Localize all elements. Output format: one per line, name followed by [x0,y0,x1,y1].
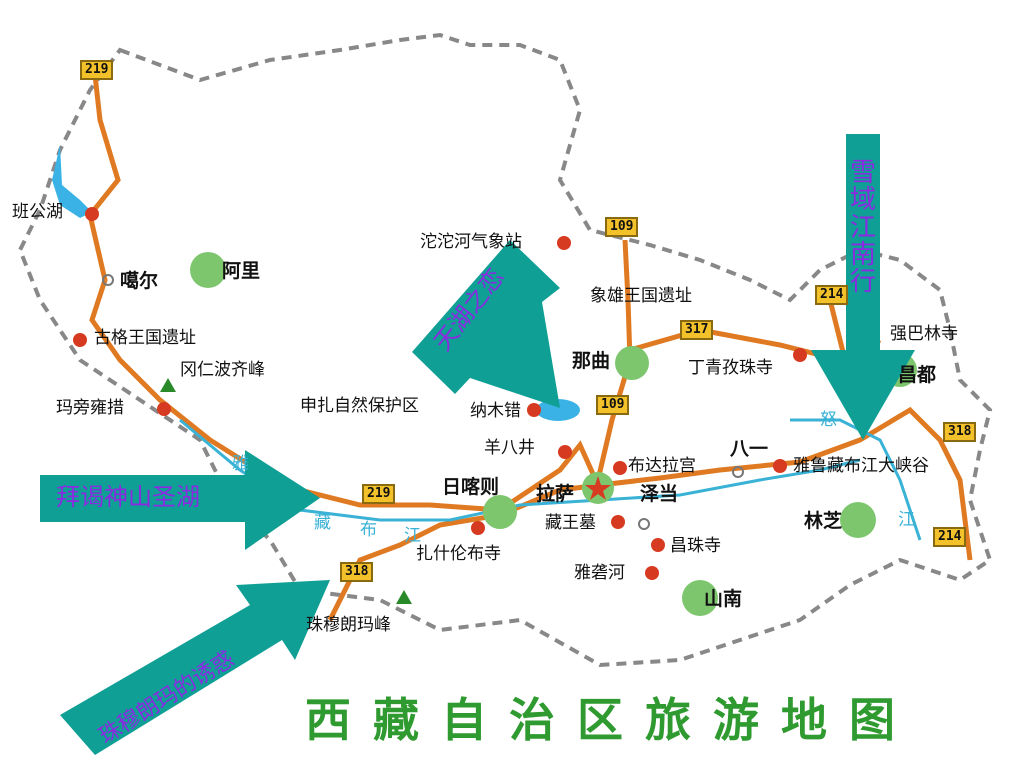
dot-yarlung-river [645,566,659,580]
region-circle-shigatse [483,495,517,529]
marker-tsetang [638,518,650,530]
mountain-icon-kailash [160,378,176,392]
lake-namtso [536,399,580,421]
place-label: 那曲 [572,350,611,372]
place-label: 珠穆朗玛峰 [306,615,391,635]
river-label: 藏 [314,513,331,533]
river-label: 雅 [232,454,249,474]
place-label: 扎什伦布寺 [416,544,501,564]
dot-yangbajing [558,445,572,459]
dot-dingqing [793,348,807,362]
place-label: 噶尔 [120,270,159,292]
place-label: 雅鲁藏布江大峡谷 [793,456,929,476]
river-label: 怒 [820,410,837,430]
place-label: 纳木错 [470,401,521,421]
dot-changzhu [651,538,665,552]
place-label: 泽当 [640,483,679,505]
place-label: 象雄王国遗址 [590,286,692,306]
place-label: 沱沱河气象站 [420,232,522,252]
place-label: 古格王国遗址 [94,328,196,348]
route-shield: 317 [680,320,714,341]
marker-gar [102,274,114,286]
region-circle-nagqu [615,346,649,380]
dot-tuotuo [557,236,571,250]
route-shield: 109 [605,217,639,238]
river-label: 布 [360,520,377,540]
place-label: 布达拉宫 [628,456,696,476]
dot-tsangwang [611,515,625,529]
route-shield: 214 [933,527,967,548]
marker-nyingchi-town [732,466,744,478]
callout-xueyu: 雪域江南行 [849,158,876,298]
dot-guge [73,333,87,347]
route-shield: 318 [340,562,374,583]
dot-potala [613,461,627,475]
river-label: 江 [898,510,915,530]
place-label: 班公湖 [12,202,63,222]
place-label: 雅砻河 [574,563,625,583]
map-title: 西藏自治区旅游地图 [305,693,917,747]
place-label: 阿里 [222,260,261,282]
place-label: 山南 [704,588,743,610]
region-circle-ali [190,252,226,288]
place-label: 强巴林寺 [890,324,958,344]
place-label: 林芝 [804,510,843,532]
place-label: 八一 [730,438,769,460]
arrow-tianhu [412,240,560,408]
river-nu [790,418,922,541]
place-label: 昌都 [898,364,937,386]
place-label: 玛旁雍措 [56,398,124,418]
arrow-xueyu [811,134,915,440]
place-label: 申扎自然保护区 [300,396,419,416]
route-shield: 214 [815,285,849,306]
dot-namtso [527,403,541,417]
place-label: 藏王墓 [545,513,596,533]
region-circle-shannan [682,580,718,616]
place-label: 昌珠寺 [670,536,721,556]
place-label: 拉萨 [536,483,575,505]
arrow-zhumu [60,580,330,755]
dot-bangong [85,207,99,221]
route-shield: 219 [80,60,114,81]
region-circle-nyingchi [840,502,876,538]
place-label: 丁青孜珠寺 [688,358,773,378]
place-label: 日喀则 [442,476,500,498]
river-label: 江 [404,526,421,546]
lake-bangong [52,145,92,218]
region-border [17,32,993,668]
road-318 [327,406,973,622]
arrow-baiye [40,450,320,550]
mountain-icon-everest [396,590,412,604]
callout-baiye: 拜谒神山圣湖 [56,483,200,511]
road-lhasa-shigatse [498,440,601,513]
route-shield: 219 [362,484,396,505]
place-label: 羊八井 [484,438,535,458]
place-label: 冈仁波齐峰 [180,360,265,380]
dot-tashilhunpo [471,521,485,535]
lhasa-capital-star-icon [585,476,611,500]
route-shield: 109 [596,395,630,416]
route-shield: 318 [943,422,977,443]
road-219-north [87,74,501,513]
dot-yarlung-canyon [773,459,787,473]
dot-mapam [157,402,171,416]
